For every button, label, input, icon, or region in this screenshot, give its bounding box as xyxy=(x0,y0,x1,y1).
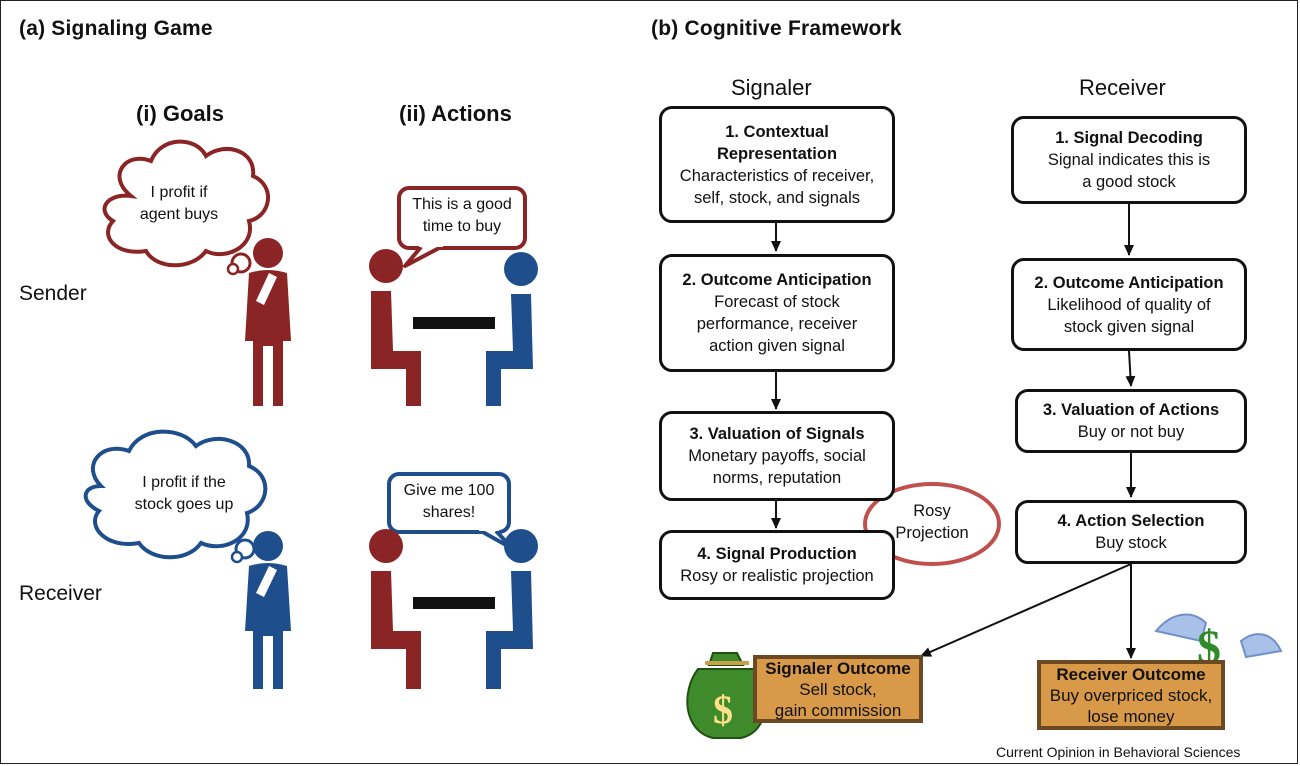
receiver-step-3-title: 3. Valuation of Actions xyxy=(1042,401,1220,419)
receiver-step-4-title: 4. Action Selection xyxy=(1057,512,1205,530)
signaler-outcome-line-1: Sell stock, xyxy=(799,679,877,699)
signaler-step-3-text: Monetary payoffs, social norms, reputati… xyxy=(688,447,866,487)
sender-thought-bubble xyxy=(102,139,271,276)
receiver-step-1-title: 1. Signal Decoding xyxy=(1055,129,1203,147)
signaler-step-1-text: Characteristics of receiver, self, stock… xyxy=(679,166,875,207)
panel-b-title: (b) Cognitive Framework xyxy=(651,17,902,40)
receiver-speech-line-2: shares! xyxy=(422,504,476,521)
receiver-step-2-title: 2. Outcome Anticipation xyxy=(1034,273,1224,292)
receiver-outcome-title: Receiver Outcome xyxy=(1056,664,1206,684)
signaler-step-1-box: 1. Contextual Representation Characteris… xyxy=(659,106,895,223)
receiver-outcome-line-1: Buy overpriced stock, xyxy=(1049,685,1213,705)
seated-person-blue-receiver xyxy=(486,529,538,689)
receiver-speech-line-1: Give me 100 xyxy=(403,482,495,499)
receiver-step-4-box: 4. Action Selection Buy stock xyxy=(1015,500,1247,564)
signaler-step-4-box: 4. Signal Production Rosy or realistic p… xyxy=(659,530,895,600)
receiver-step-1-text: Signal indicates this is a good stock xyxy=(1047,151,1211,191)
signaler-outcome-box: Signaler Outcome Sell stock, gain commis… xyxy=(753,655,923,723)
signaler-step-1-title: 1. Contextual Representation xyxy=(716,122,838,163)
signaler-step-2-text: Forecast of stock performance, receiver … xyxy=(696,293,858,355)
receiver-step-3-text: Buy or not buy xyxy=(1077,423,1185,441)
receiver-thought-line-2: stock goes up xyxy=(134,496,234,513)
receiver-row-label: Receiver xyxy=(19,582,102,605)
sender-thinking-figure xyxy=(245,238,291,406)
rosy-projection-bubble xyxy=(863,482,1001,566)
seated-person-red-receiver xyxy=(369,529,421,689)
receiver-outcome-box: Receiver Outcome Buy overpriced stock, l… xyxy=(1037,660,1225,730)
actions-column-heading: (ii) Actions xyxy=(399,101,512,126)
signaler-step-3-title: 3. Valuation of Signals xyxy=(689,425,865,443)
receiver-flow-arrows xyxy=(920,204,1136,659)
signaler-outcome-title: Signaler Outcome xyxy=(765,658,911,678)
rosy-line-2: Projection xyxy=(895,524,969,542)
journal-credit: Current Opinion in Behavioral Sciences xyxy=(996,744,1241,760)
sender-thought-text: I profit if agent buys xyxy=(119,182,239,226)
receiver-outcome-line-2: lose money xyxy=(1087,706,1175,726)
signaler-step-2-box: 2. Outcome Anticipation Forecast of stoc… xyxy=(659,254,895,372)
sender-thought-line-1: I profit if xyxy=(150,184,208,201)
rosy-line-1: Rosy xyxy=(913,502,951,520)
goals-column-heading: (i) Goals xyxy=(136,101,225,126)
signaler-heading: Signaler xyxy=(731,75,812,100)
money-bag-icon: $ xyxy=(686,652,767,739)
receiver-step-2-text: Likelihood of quality of stock given sig… xyxy=(1047,295,1211,336)
receiver-step-3-box: 3. Valuation of Actions Buy or not buy xyxy=(1015,389,1247,453)
sender-row-label: Sender xyxy=(19,282,87,305)
sender-speech-text: This is a good time to buy xyxy=(399,194,525,238)
receiver-heading: Receiver xyxy=(1079,75,1166,100)
signaler-step-3-box: 3. Valuation of Signals Monetary payoffs… xyxy=(659,411,895,501)
table-receiver-row xyxy=(413,597,495,609)
signaler-step-4-title: 4. Signal Production xyxy=(697,545,857,563)
receiver-thought-line-1: I profit if the xyxy=(142,474,226,491)
signaler-outcome-line-2: gain commission xyxy=(774,700,902,720)
receiver-step-1-box: 1. Signal Decoding Signal indicates this… xyxy=(1011,116,1247,204)
table-sender-row xyxy=(413,317,495,329)
receiver-speech-bubble xyxy=(387,472,515,551)
panel-a-title: (a) Signaling Game xyxy=(19,17,213,40)
receiver-step-4-text: Buy stock xyxy=(1095,534,1167,552)
receiver-thinking-figure xyxy=(245,531,291,689)
receiver-step-2-box: 2. Outcome Anticipation Likelihood of qu… xyxy=(1011,258,1247,351)
sender-speech-line-2: time to buy xyxy=(422,218,502,235)
signaler-step-2-title: 2. Outcome Anticipation xyxy=(682,271,872,289)
receiver-speech-text: Give me 100 shares! xyxy=(389,480,509,524)
rosy-projection-text: Rosy Projection xyxy=(867,500,997,544)
svg-text:$: $ xyxy=(713,687,733,732)
seated-person-blue-sender xyxy=(486,252,538,406)
signaler-step-4-text: Rosy or realistic projection xyxy=(680,567,874,585)
sender-speech-bubble xyxy=(397,186,527,268)
receiver-thought-text: I profit if the stock goes up xyxy=(113,472,255,516)
sender-speech-line-1: This is a good xyxy=(412,196,512,213)
seated-person-red-sender xyxy=(369,249,421,406)
sender-thought-line-2: agent buys xyxy=(139,206,219,223)
